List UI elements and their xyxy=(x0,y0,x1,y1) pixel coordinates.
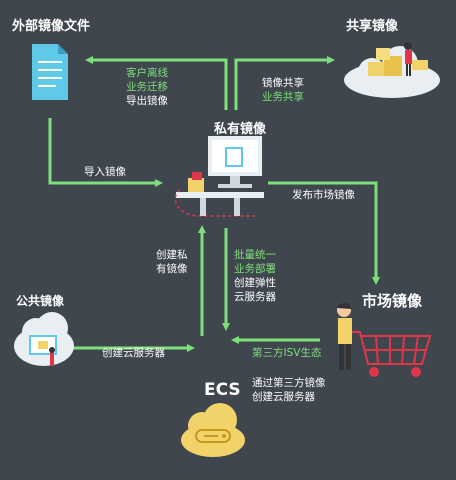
label-business-deploy: 业务部署 xyxy=(234,263,276,275)
shared-cloud-illustration xyxy=(344,42,440,98)
workstation-illustration xyxy=(174,136,264,217)
title-market: 市场镜像 xyxy=(362,292,423,310)
title-public: 公共镜像 xyxy=(16,294,65,308)
label-public-create-server: 创建云服务器 xyxy=(102,347,165,359)
label-customer-offline: 客户离线 xyxy=(126,67,168,79)
label-batch-unified: 批量统一 xyxy=(234,249,276,261)
label-create-private-2: 有镜像 xyxy=(156,263,188,275)
label-publish-market: 发布市场镜像 xyxy=(292,189,355,201)
arrow-private-to-shared xyxy=(234,56,335,110)
public-cloud-illustration xyxy=(14,312,74,366)
title-shared: 共享镜像 xyxy=(346,19,399,34)
label-business-sharing: 业务共享 xyxy=(262,91,304,103)
label-image-sharing: 镜像共享 xyxy=(262,77,304,89)
ecs-cloud-icon xyxy=(181,403,245,457)
label-export-image: 导出镜像 xyxy=(126,95,168,107)
market-cart-illustration xyxy=(337,302,432,377)
title-ecs: ECS xyxy=(204,380,241,400)
label-via-third-party: 通过第三方镜像 xyxy=(252,377,326,389)
label-create-server: 创建云服务器 xyxy=(252,391,315,403)
arrow-publish xyxy=(268,181,380,285)
label-third-party-isv: 第三方ISV生态 xyxy=(252,347,322,359)
arrow-private-to-external xyxy=(85,56,228,110)
label-create-private-1: 创建私 xyxy=(156,249,188,261)
label-import-image: 导入镜像 xyxy=(84,166,126,178)
document-icon xyxy=(32,44,68,100)
label-create-elastic: 创建弹性 xyxy=(234,277,276,289)
title-private: 私有镜像 xyxy=(214,122,267,137)
title-external-file: 外部镜像文件 xyxy=(12,19,91,34)
label-cloud-server: 云服务器 xyxy=(234,291,276,303)
arrow-import xyxy=(48,118,163,187)
label-business-migration: 业务迁移 xyxy=(126,81,168,93)
